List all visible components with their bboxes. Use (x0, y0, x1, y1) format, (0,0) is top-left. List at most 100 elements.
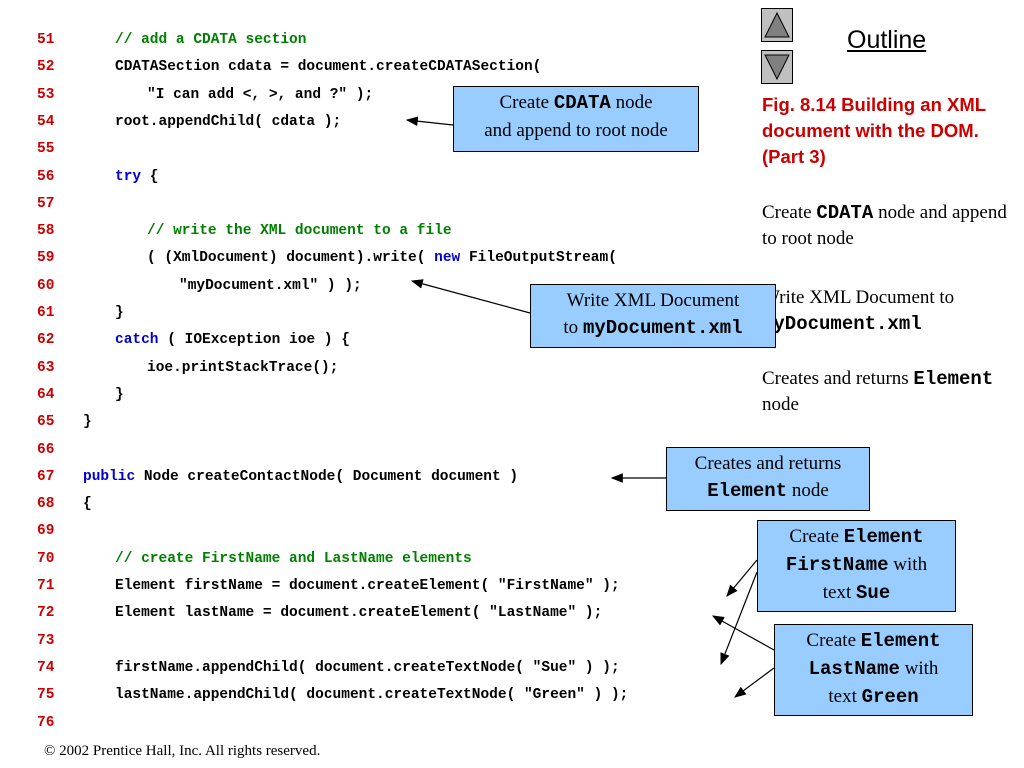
arrow-cdata (405, 116, 454, 126)
code-token: ioe.printStackTrace(); (147, 359, 339, 376)
line-number: 51 (37, 32, 55, 48)
callout-text: text (828, 686, 862, 707)
line-number: 75 (37, 687, 55, 704)
line-number: 57 (37, 195, 55, 212)
line-number: 73 (37, 632, 55, 649)
code-text: root.appendChild( cdata ); (115, 109, 341, 136)
outline-title[interactable]: Outline (847, 26, 927, 54)
note-text: node (762, 394, 799, 415)
code-token: "I can add <, >, and ?" ); (147, 86, 374, 103)
line-number: 68 (37, 496, 55, 513)
code-text: firstName.appendChild( document.createTe… (115, 655, 620, 682)
note-cdata: Create CDATA node and append to root nod… (762, 200, 1012, 252)
arrow-last-72 (711, 615, 775, 651)
note-text: Write XML Document to (762, 287, 955, 308)
line-number: 69 (37, 523, 55, 540)
note-element: Creates and returns Element node (762, 366, 1012, 418)
code-text: Element firstName = document.createEleme… (115, 573, 620, 600)
code-text: catch ( IOException ioe ) { (115, 327, 350, 354)
code-keyword: catch (115, 332, 159, 349)
callout-write-document: Write XML Document to myDocument.xml (530, 284, 776, 348)
line-number: 59 (37, 250, 55, 267)
callout-code: Green (861, 686, 919, 708)
callout-code: CDATA (553, 92, 611, 114)
code-token: Element firstName = document.createEleme… (115, 578, 620, 594)
line-number: 58 (37, 223, 55, 240)
code-text: } (115, 300, 124, 327)
code-text: // add a CDATA section (115, 27, 306, 54)
callout-code: FirstName (785, 554, 889, 576)
code-token: { (141, 168, 159, 185)
line-number: 71 (37, 578, 55, 594)
arrow-last-75 (734, 667, 775, 698)
callout-text: Creates and returns (694, 453, 842, 474)
callout-text: with (899, 658, 939, 679)
code-keyword: public (83, 468, 136, 485)
triangle-up-icon (764, 11, 790, 38)
line-number: 63 (37, 359, 55, 376)
line-number: 55 (37, 141, 55, 158)
line-number: 67 (37, 468, 55, 485)
code-token: FileOutputStream( (460, 250, 617, 267)
code-text: ( (XmlDocument) document).write( new Fil… (147, 245, 617, 272)
callout-code: LastName (808, 658, 900, 680)
callout-text: text (822, 582, 857, 603)
code-token: firstName.appendChild( document.createTe… (115, 659, 620, 676)
code-text: public Node createContactNode( Document … (83, 464, 518, 491)
code-token: root.appendChild( cdata ); (115, 113, 342, 130)
code-text: // write the XML document to a file (147, 218, 452, 245)
callout-text: Create (789, 526, 844, 547)
arrow-first-71 (726, 559, 758, 597)
code-text: CDATASection cdata = document.createCDAT… (115, 54, 541, 81)
callout-text: node (610, 92, 653, 113)
line-number: 74 (37, 659, 55, 676)
copyright-footer: © 2002 Prentice Hall, Inc. All rights re… (44, 743, 321, 759)
next-slide-button[interactable] (761, 50, 793, 84)
callout-create-cdata: Create CDATA node and append to root nod… (453, 86, 699, 152)
figure-caption: Fig. 8.14 Building an XML document with … (762, 94, 986, 167)
code-text: } (83, 409, 92, 436)
triangle-down-icon (764, 54, 790, 81)
note-code: Element (913, 368, 994, 390)
code-token: lastName.appendChild( document.createTex… (115, 687, 629, 704)
callout-code: Element (843, 526, 924, 548)
line-number: 72 (37, 605, 55, 622)
code-token: } (115, 386, 124, 403)
code-text: { (83, 491, 92, 518)
line-number: 66 (37, 441, 55, 458)
line-number: 62 (37, 332, 55, 349)
note-text: Creates and returns (762, 368, 914, 389)
code-text: // create FirstName and LastName element… (115, 546, 472, 573)
code-text: ioe.printStackTrace(); (147, 355, 338, 382)
code-text: Element lastName = document.createElemen… (115, 600, 602, 627)
code-listing: 51 // add a CDATA section 52 CDATASection c… (37, 27, 628, 731)
code-text: lastName.appendChild( document.createTex… (115, 682, 628, 709)
line-number: 64 (37, 386, 55, 403)
previous-slide-button[interactable] (761, 8, 793, 42)
callout-code: Sue (856, 582, 891, 604)
code-comment: // create FirstName and LastName element… (115, 550, 472, 567)
code-token: CDATASection cdata = document.createCDAT… (115, 59, 542, 76)
code-text: } (115, 382, 124, 409)
code-text: try { (115, 164, 159, 191)
line-number: 60 (37, 277, 55, 294)
callout-create-firstname: Create Element FirstName with text Sue (757, 520, 956, 612)
line-number: 52 (37, 59, 55, 76)
note-code: CDATA (816, 202, 874, 224)
code-comment: // add a CDATA section (115, 32, 307, 48)
line-number: 61 (37, 305, 55, 321)
callout-create-lastname: Create Element LastName with text Green (774, 624, 973, 716)
callout-text: Write XML Document (566, 290, 740, 311)
code-text: "I can add <, >, and ?" ); (147, 82, 373, 109)
code-token: { (83, 496, 92, 513)
callout-creates-element: Creates and returns Element node (666, 447, 870, 511)
callout-code: myDocument.xml (582, 317, 743, 339)
code-text: "myDocument.xml" ) ); (179, 273, 362, 300)
note-code: myDocument.xml (762, 313, 922, 335)
callout-text: to (563, 317, 583, 338)
line-number: 65 (37, 414, 55, 431)
code-keyword: try (115, 168, 142, 185)
code-comment: // write the XML document to a file (147, 223, 452, 240)
code-token: } (115, 305, 124, 321)
